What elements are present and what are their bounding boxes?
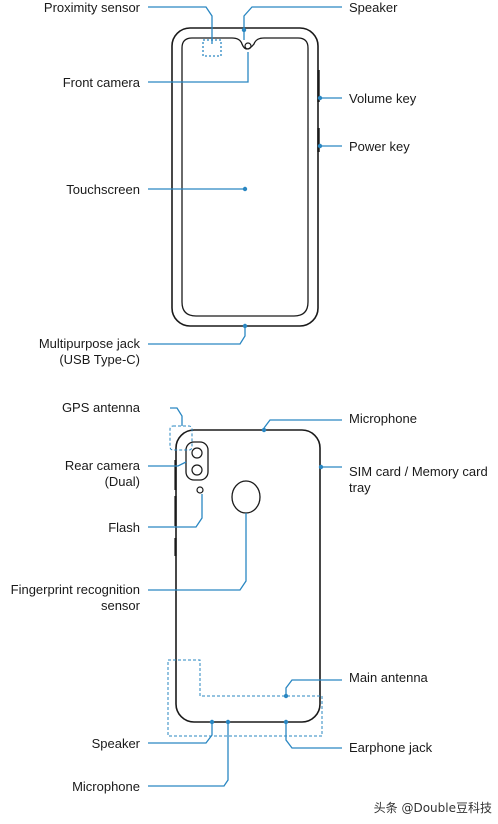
label-touchscreen: Touchscreen: [66, 182, 140, 197]
leader-microphone-top: [263, 419, 342, 429]
point-volume-key: [317, 95, 323, 101]
gps-antenna-region: [169, 425, 193, 451]
label-speaker: Speaker: [349, 0, 398, 15]
flash-led: [196, 486, 204, 494]
front-screen-notch: [181, 37, 309, 317]
label-rear-camera: Rear camera: [65, 458, 141, 473]
point-microphone-bottom: [225, 719, 231, 725]
leader-fingerprint: [148, 513, 247, 591]
back-view: [174, 429, 321, 723]
rear-camera-lens-2: [191, 464, 203, 476]
leader-flash: [148, 494, 203, 528]
point-multipurpose-jack: [242, 323, 248, 329]
antenna-regions: [167, 425, 323, 737]
front-view: [171, 27, 320, 327]
label-fingerprint-sensor: sensor: [101, 598, 141, 613]
label-power-key: Power key: [349, 139, 410, 154]
label-main-antenna: Main antenna: [349, 670, 429, 685]
label-proximity-sensor: Proximity sensor: [44, 0, 141, 15]
leader-microphone-bottom: [148, 722, 229, 787]
label-earphone-jack: Earphone jack: [349, 740, 433, 755]
fingerprint-sensor: [231, 480, 261, 514]
label-multipurpose-jack: Multipurpose jack: [39, 336, 141, 351]
label-multipurpose-jack-type: (USB Type-C): [59, 352, 140, 367]
labels-left: Proximity sensor Front camera Touchscree…: [11, 0, 141, 794]
label-microphone-top: Microphone: [349, 411, 417, 426]
front-camera-lens: [244, 42, 252, 50]
label-sim-tray: SIM card / Memory card: [349, 464, 488, 479]
point-earphone-jack: [283, 719, 289, 725]
rear-camera-lens-1: [191, 447, 203, 459]
callout-points: [209, 27, 324, 725]
point-main-antenna: [283, 693, 289, 699]
leader-multipurpose-jack: [148, 326, 246, 345]
callout-lines: [148, 6, 342, 787]
proximity-sensor-area: [202, 39, 222, 57]
label-gps-antenna: GPS antenna: [62, 400, 141, 415]
point-sim-tray: [318, 464, 324, 470]
leader-speaker-bottom: [148, 722, 213, 744]
leader-proximity-sensor: [148, 6, 213, 44]
labels-right: Speaker Volume key Power key Microphone …: [349, 0, 488, 755]
main-antenna-region: [167, 659, 323, 737]
point-power-key: [317, 143, 323, 149]
point-microphone-top: [261, 427, 267, 433]
leader-main-antenna: [285, 679, 342, 696]
label-fingerprint: Fingerprint recognition: [11, 582, 140, 597]
label-volume-key: Volume key: [349, 91, 417, 106]
label-speaker-bottom: Speaker: [92, 736, 141, 751]
leader-front-camera: [148, 52, 249, 83]
label-front-camera: Front camera: [63, 75, 141, 90]
rear-camera-module: [185, 441, 209, 481]
front-phone-body: [171, 27, 319, 327]
leader-rear-camera: [148, 461, 187, 467]
point-speaker: [241, 27, 247, 33]
label-rear-camera-dual: (Dual): [105, 474, 140, 489]
leader-gps-antenna: [170, 407, 183, 426]
watermark-text: 头条 @Double豆科技: [374, 801, 492, 815]
back-phone-body: [175, 429, 321, 723]
leader-earphone-jack: [285, 722, 342, 749]
point-speaker-bottom: [209, 719, 215, 725]
point-touchscreen: [242, 186, 248, 192]
leader-speaker: [243, 6, 342, 40]
label-sim-tray-2: tray: [349, 480, 371, 495]
label-microphone-bottom: Microphone: [72, 779, 140, 794]
label-flash: Flash: [108, 520, 140, 535]
